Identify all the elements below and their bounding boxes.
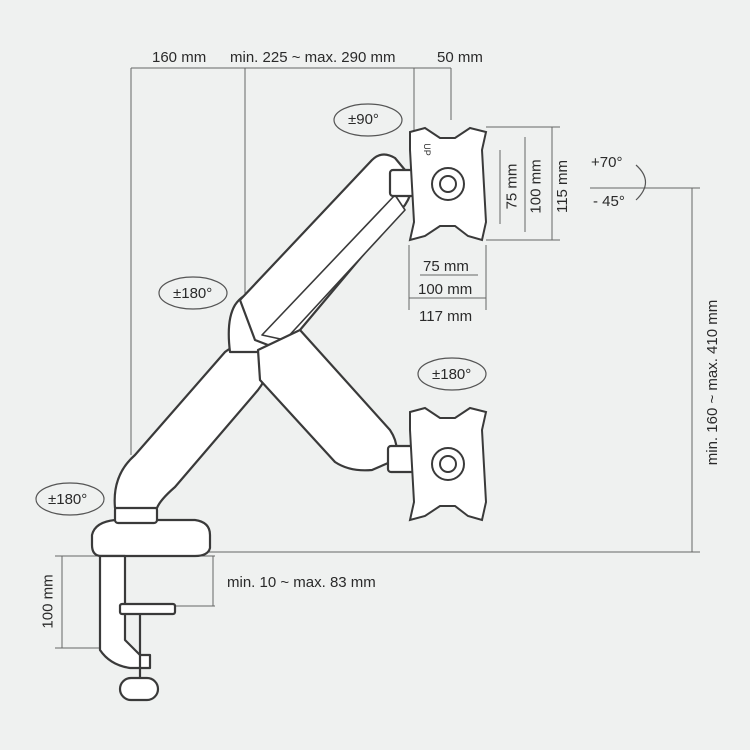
clamp-pad [118,602,177,616]
dim-arm-offset: 160 mm [152,49,207,66]
rot-head-swivel: ±180° [432,366,472,383]
vesa-h75-label: 75 mm [503,163,521,210]
rot-tilt-down: - 45° [593,193,625,210]
upper-arm-lowered [256,328,398,472]
clamp-height-label: 100 mm [39,574,57,629]
vesa-w100-label: 100 mm [418,281,473,298]
arc-monitor-rotate [333,103,403,137]
arc-head-swivel [417,357,487,391]
vesa-w117-label: 117 mm [419,308,473,325]
vesa-w75-label: 75 mm [423,258,469,275]
desk-base [90,518,212,558]
vesa-h100-label: 100 mm [527,159,545,214]
lower-arm [113,343,268,510]
desk-thickness-label: min. 10 ~ max. 83 mm [227,574,376,591]
upper-arm-raised [238,153,413,347]
height-range-label: min. 160 ~ max. 410 mm [704,299,722,466]
rot-upper-swivel: ±180° [173,285,213,302]
arc-upper-swivel [158,276,228,310]
arc-base-swivel [35,482,105,516]
rot-base-swivel: ±180° [48,491,88,508]
clamp-knob [118,676,160,702]
rot-monitor: ±90° [348,111,379,128]
vesa-hub-top-inner [439,175,457,193]
vesa-hub-bottom-inner [439,455,457,473]
arc-tilt [635,164,647,201]
dim-reach: min. 225 ~ max. 290 mm [230,49,396,66]
dim-plate-offset: 50 mm [437,49,483,66]
upper-arm-gas-spring [261,194,406,341]
tilt-head-bottom [386,444,416,474]
vesa-h115-label: 115 mm [554,159,572,214]
vesa-up-mark: UP [421,143,432,156]
rot-tilt-up: +70° [591,154,623,171]
base-pole [113,505,159,525]
